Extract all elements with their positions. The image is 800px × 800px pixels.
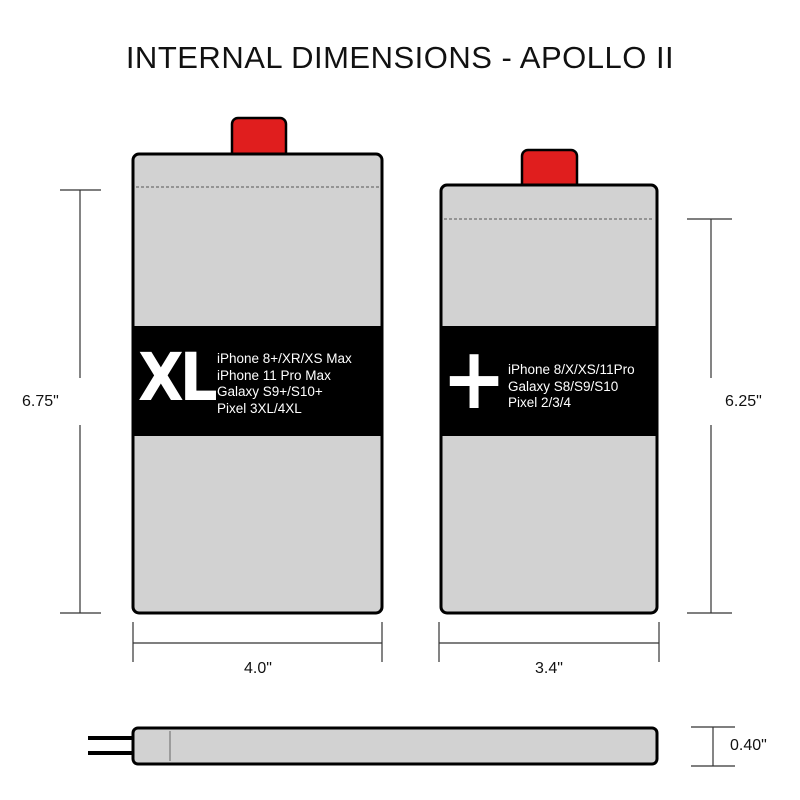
diagram-title: INTERNAL DIMENSIONS - APOLLO II bbox=[125, 40, 675, 75]
xl-fit-item: iPhone 8+/XR/XS Max bbox=[217, 351, 352, 366]
xl-size-mark: XL bbox=[138, 339, 218, 416]
xl-height-label: 6.75" bbox=[22, 393, 59, 410]
plus-size-mark: + bbox=[441, 329, 507, 429]
depth-label: 0.40" bbox=[730, 737, 767, 754]
side-profile-view bbox=[88, 726, 659, 766]
plus-height-dimension bbox=[687, 218, 732, 614]
plus-width-label: 3.4" bbox=[535, 660, 563, 677]
plus-label-band bbox=[442, 326, 656, 436]
depth-dimension bbox=[691, 726, 735, 767]
xl-fit-item: Pixel 3XL/4XL bbox=[217, 400, 302, 416]
plus-height-label: 6.25" bbox=[725, 393, 762, 410]
plus-pouch bbox=[439, 148, 659, 615]
plus-width-dimension bbox=[438, 622, 660, 662]
xl-fit-list: iPhone 8+/XR/XS Max iPhone 11 Pro Max Ga… bbox=[217, 351, 352, 417]
xl-width-label: 4.0" bbox=[244, 660, 272, 677]
xl-label-band bbox=[134, 326, 381, 436]
xl-fit-item: iPhone 11 Pro Max bbox=[217, 367, 331, 383]
xl-pouch bbox=[131, 116, 384, 615]
plus-fit-item: Pixel 2/3/4 bbox=[508, 395, 572, 410]
plus-fit-item: Galaxy S8/S9/S10 bbox=[508, 378, 619, 394]
plus-fit-item: iPhone 8/X/XS/11Pro bbox=[508, 362, 635, 377]
side-pouch-body bbox=[131, 726, 659, 766]
plus-fit-list: iPhone 8/X/XS/11Pro Galaxy S8/S9/S10 Pix… bbox=[508, 362, 635, 412]
xl-width-dimension bbox=[132, 622, 383, 662]
xl-height-dimension bbox=[60, 189, 101, 614]
xl-fit-item: Galaxy S9+/S10+ bbox=[217, 384, 323, 399]
